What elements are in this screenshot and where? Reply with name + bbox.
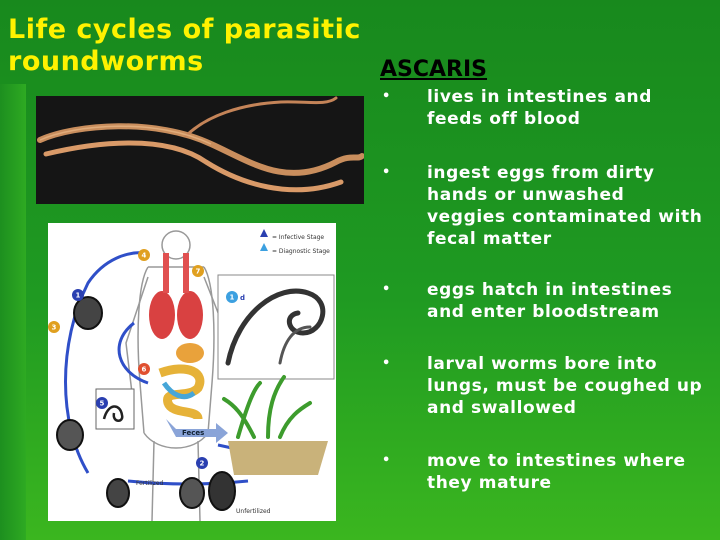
intestine-highlight: [161, 381, 196, 400]
bullet-item: lives in intestines and feeds off blood: [376, 86, 706, 130]
ascaris-life-cycle-diagram: = Infective Stage = Diagnostic Stage: [48, 223, 336, 521]
stage-2-number: 2: [200, 460, 205, 468]
roundworm-photo-art: [36, 96, 364, 204]
bullet-item: larval worms bore into lungs, must be co…: [376, 353, 706, 419]
title-line-2: roundworms: [8, 46, 204, 77]
stage-5-number: 5: [100, 400, 105, 408]
roundworm-photo: [36, 96, 364, 204]
egg-cluster: [56, 296, 236, 511]
stomach: [176, 343, 204, 363]
unfertilized-label: Unfertilized: [236, 508, 271, 515]
left-lung: [149, 291, 175, 339]
right-lung: [177, 291, 203, 339]
slide-subtitle: ASCARIS: [380, 57, 488, 82]
bullet-item: eggs hatch in intestines and enter blood…: [376, 279, 706, 323]
feces-label: Feces: [182, 429, 204, 437]
stage-7-number: 7: [196, 268, 201, 276]
stage-legend: = Infective Stage = Diagnostic Stage: [260, 229, 330, 255]
larva-panel: [95, 388, 135, 430]
adult-worms-panel: [217, 274, 335, 380]
stage-1-marker-in-panel: 1: [230, 294, 235, 302]
stage-1-d-letter: d: [240, 294, 245, 302]
slide-title: Life cycles of parasitic roundworms: [8, 14, 361, 78]
stage-4-number: 4: [142, 252, 147, 260]
bullet-item: move to intestines where they mature: [376, 450, 706, 494]
stage-markers: 1 2 3 4 5 6 7 1 d: [48, 249, 245, 469]
legend-infective-text: = Infective Stage: [272, 234, 324, 241]
left-accent-stripe: [0, 84, 26, 540]
trachea: [163, 253, 189, 293]
stage-6-number: 6: [142, 366, 147, 374]
human-body-outline: [125, 230, 227, 521]
fertilized-label: Fertilized: [136, 480, 163, 487]
plant-soil: [222, 375, 328, 475]
bullet-item: ingest eggs from dirty hands or unwashed…: [376, 162, 706, 250]
feces-arrow: Feces: [166, 419, 228, 443]
title-line-1: Life cycles of parasitic: [8, 14, 361, 45]
life-cycle-diagram-art: = Infective Stage = Diagnostic Stage: [48, 229, 335, 521]
stage-3-number: 3: [52, 324, 57, 332]
stage-1-number: 1: [76, 292, 81, 300]
legend-diagnostic-text: = Diagnostic Stage: [272, 248, 330, 255]
